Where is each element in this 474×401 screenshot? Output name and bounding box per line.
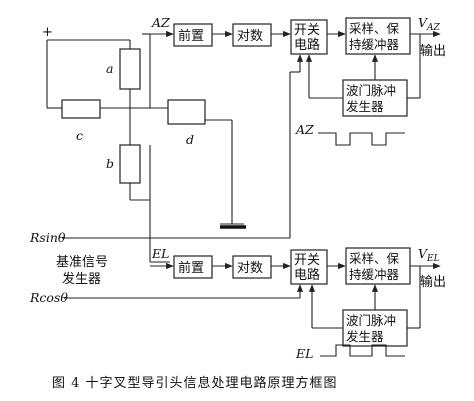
az-log-block xyxy=(232,23,272,47)
rsin-label: Rsinθ xyxy=(29,230,66,245)
az-preamp-block xyxy=(173,23,213,47)
ref-signal-line1: 基准信号 xyxy=(56,255,108,270)
rcos-label: Rcosθ xyxy=(29,290,68,305)
az-log-label: 对数 xyxy=(237,29,263,44)
az-input-label: AZ xyxy=(151,15,170,30)
el-sample-line2: 持缓冲器 xyxy=(349,267,400,282)
el-wave-label: EL xyxy=(295,346,313,361)
el-log-block xyxy=(232,255,272,279)
resistor-a xyxy=(119,48,141,90)
el-log-label: 对数 xyxy=(237,261,263,276)
resistor-a-label: a xyxy=(106,61,113,76)
az-sample-line2: 持缓冲器 xyxy=(349,37,400,52)
resistor-c-label: c xyxy=(76,128,83,143)
az-pulse-waveform xyxy=(318,132,405,146)
resistor-d-label: d xyxy=(186,132,194,147)
bridge-wires xyxy=(46,33,244,263)
az-output-label: 输出 xyxy=(420,43,446,59)
el-gate-line2: 发生器 xyxy=(346,329,384,344)
el-input-label: EL xyxy=(151,246,169,261)
el-preamp-label: 前置 xyxy=(178,260,204,276)
az-preamp-label: 前置 xyxy=(178,28,204,44)
el-switch-line1: 开关 xyxy=(294,253,320,268)
el-sample-line1: 采样、保 xyxy=(349,251,400,266)
figure-caption: 图 4 十字叉型导引头信息处理电路原理方框图 xyxy=(52,375,338,391)
resistor-c xyxy=(61,99,101,119)
az-gate-line2: 发生器 xyxy=(346,99,384,114)
resistor-d xyxy=(167,99,206,125)
el-preamp-block xyxy=(173,255,213,279)
az-sample-line1: 采样、保 xyxy=(349,21,400,36)
el-gate-line1: 波门脉冲 xyxy=(346,313,396,328)
resistor-b-label: b xyxy=(106,156,114,171)
az-sample-hold-block xyxy=(345,17,411,55)
el-output-label: 输出 xyxy=(420,274,446,290)
el-pulse-waveform xyxy=(320,344,405,357)
az-switch-line2: 电路 xyxy=(294,37,320,53)
plus-sign: + xyxy=(42,25,53,40)
ref-signal-line2: 发生器 xyxy=(62,271,101,287)
v-el-label: VEL xyxy=(418,246,440,264)
el-gate-pulse-block xyxy=(342,309,408,347)
el-switch-line2: 电路 xyxy=(294,267,320,283)
az-switch-block xyxy=(290,19,328,55)
v-az-label: VAZ xyxy=(418,15,441,33)
el-switch-block xyxy=(290,249,328,285)
resistor-b xyxy=(119,144,141,184)
az-switch-line1: 开关 xyxy=(294,23,320,38)
az-gate-line1: 波门脉冲 xyxy=(346,83,396,98)
az-wave-label: AZ xyxy=(295,122,314,137)
